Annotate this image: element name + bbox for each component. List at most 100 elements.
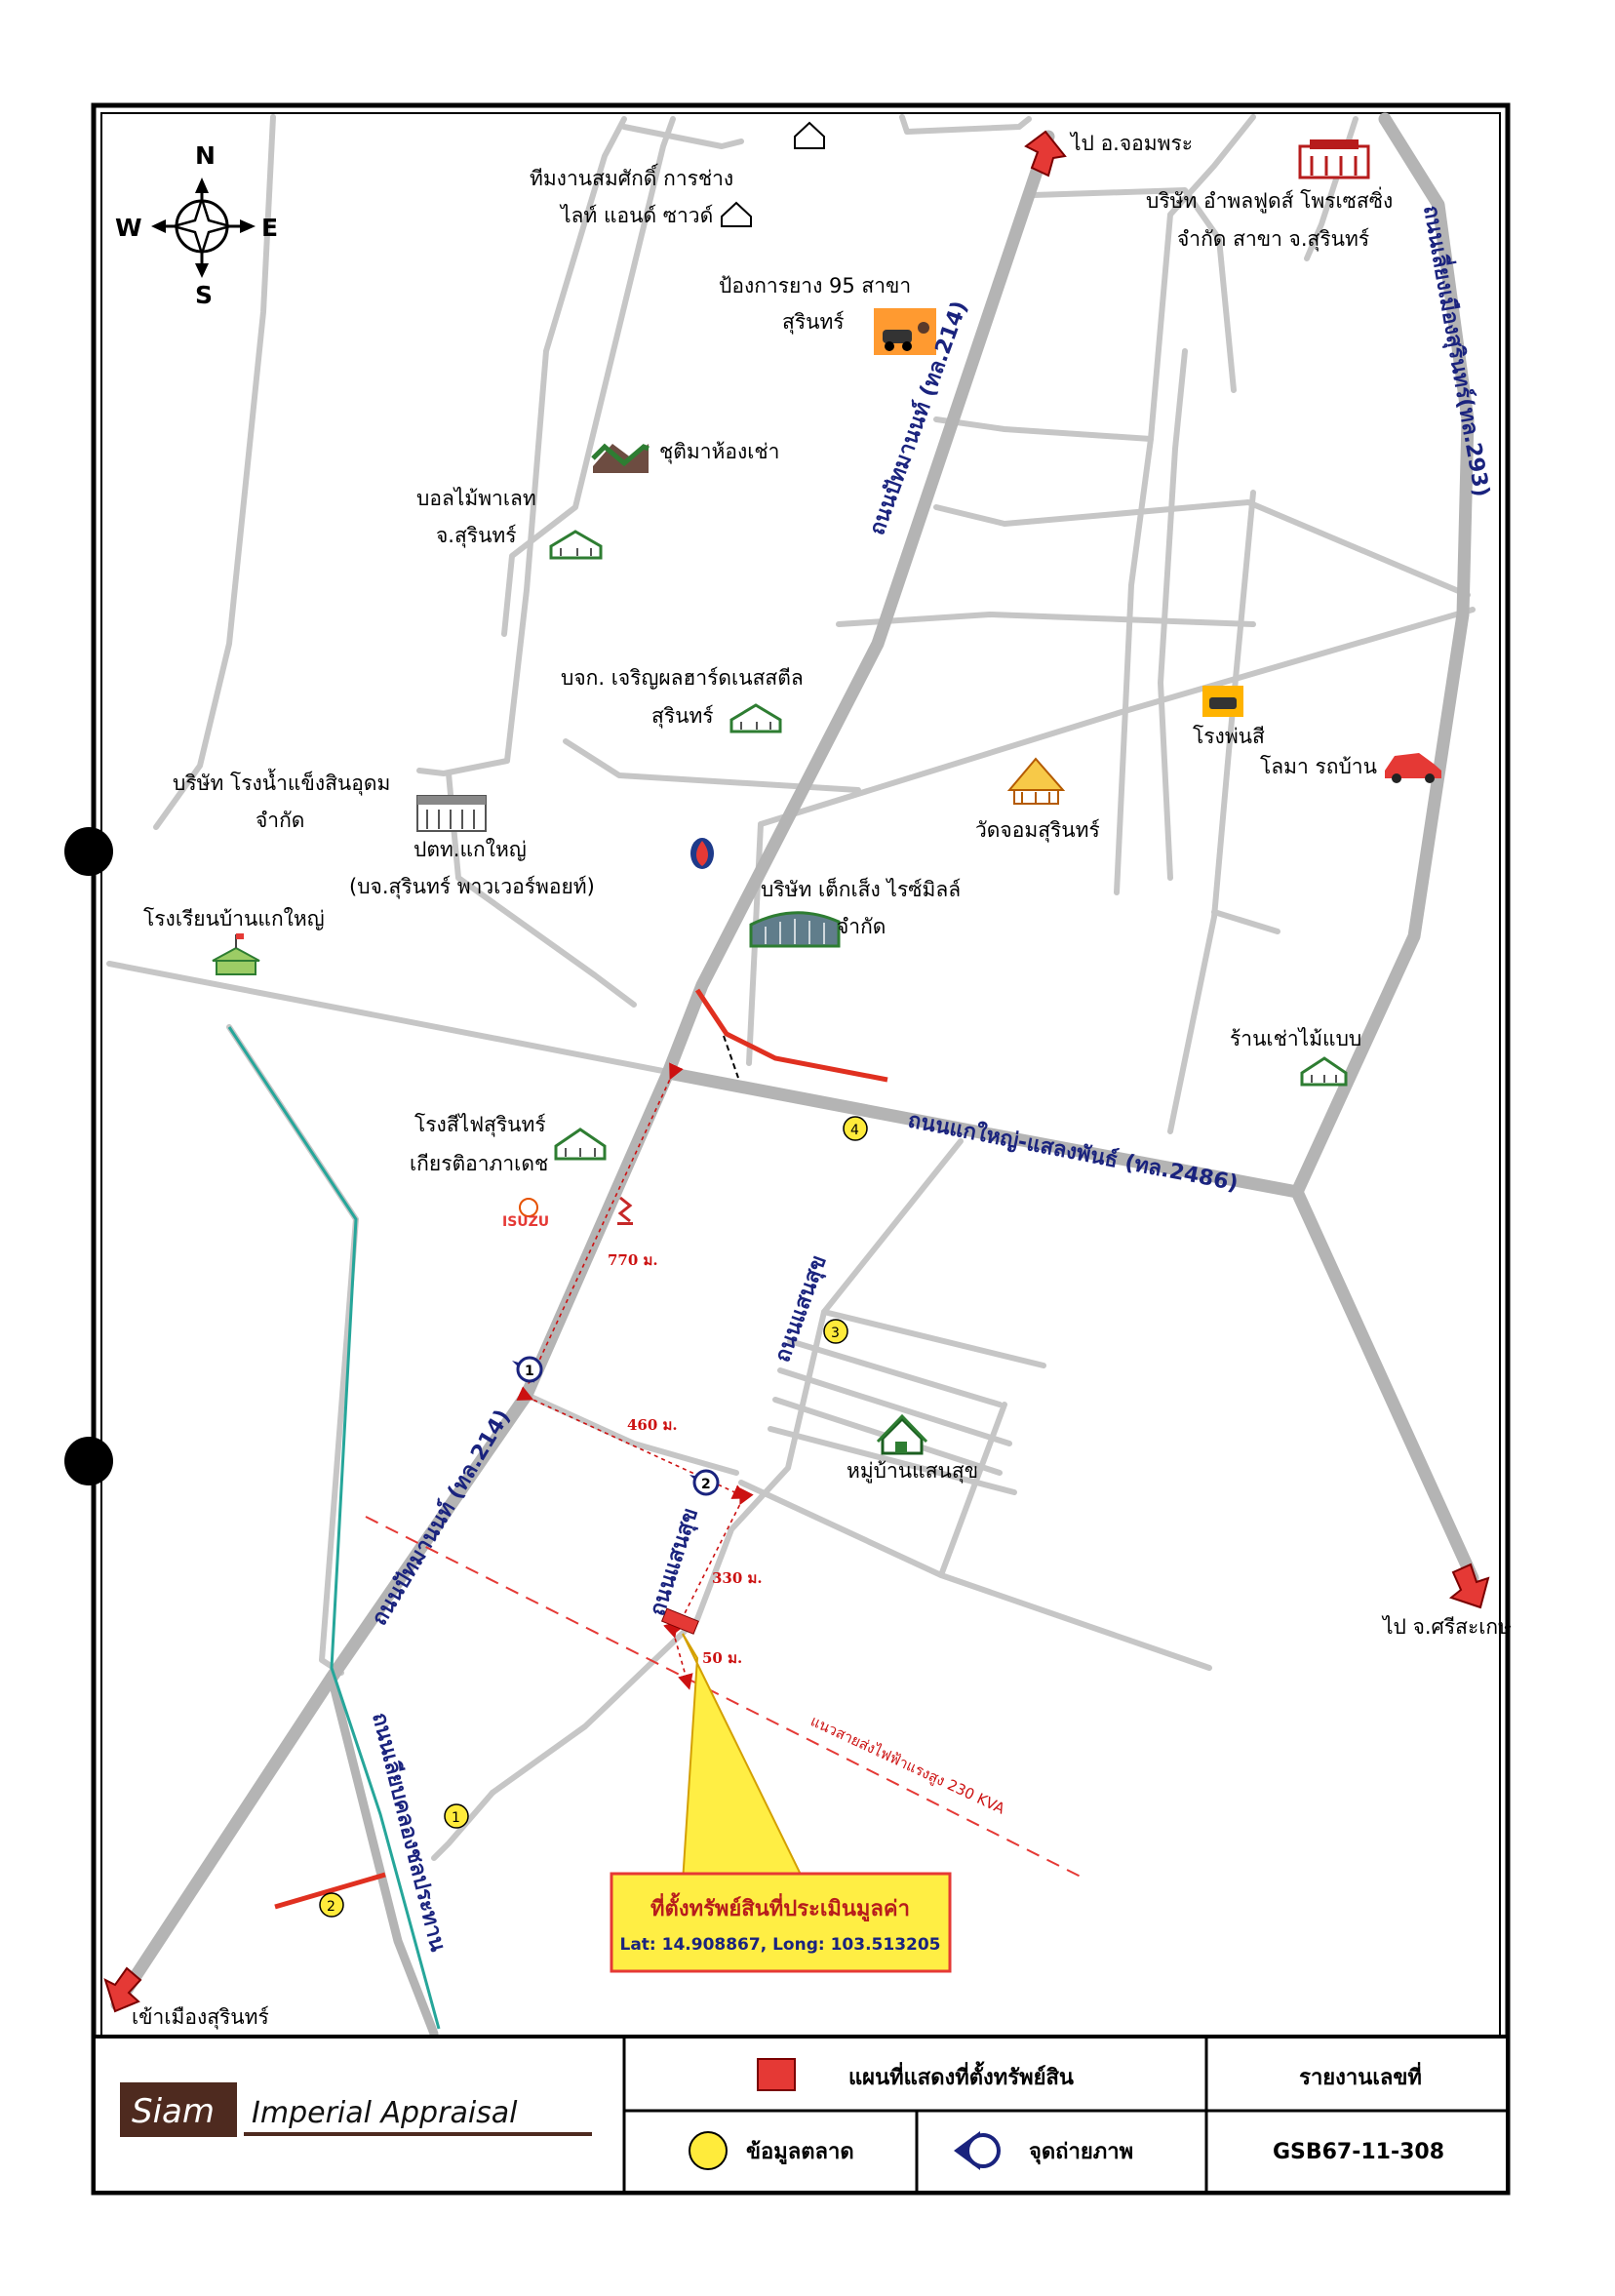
compass-w: W [115, 214, 142, 242]
house-icon [721, 201, 752, 227]
highways [110, 112, 1479, 2039]
photo-point-1: 1 [512, 1356, 543, 1383]
distance-labels: 770 ม. 460 ม. 330 ม. 50 ม. [608, 1251, 763, 1667]
label-chutima: ชุติมาห้องเช่า [659, 440, 779, 464]
photo-point-2: 2 [689, 1469, 720, 1496]
subject-marker-icon [660, 1607, 699, 1635]
photo-point-2-label: 2 [701, 1477, 711, 1492]
temple-icon [1006, 757, 1066, 805]
apartment-icon [591, 443, 650, 473]
gas-station-icon [416, 795, 487, 832]
legend-report-no: GSB67-11-308 [1273, 2140, 1444, 2164]
tire-shop-icon [874, 308, 936, 355]
legend-report-label: รายงานเลขที่ [1299, 2061, 1422, 2090]
legend-photo-icon [954, 2131, 1001, 2170]
legend-market-icon [689, 2131, 728, 2170]
minor-roads [106, 114, 1476, 1861]
legend-photo-label: จุดถ่ายภาพ [1029, 2140, 1133, 2165]
compass-e: E [261, 214, 278, 242]
distance-330: 330 ม. [712, 1569, 763, 1587]
school-icon [212, 933, 260, 975]
label-pea-1: ปตท.แกใหญ่ [414, 838, 527, 861]
village-icon [876, 1413, 928, 1455]
road-hwy-293 [1290, 112, 1475, 1199]
label-somsak-1: ทีมงานสมศักดิ์ การช่าง [530, 163, 733, 190]
place-icons: ISUZU [212, 121, 1441, 1455]
compass-n: N [195, 141, 216, 170]
arrow-south-icon [103, 1966, 142, 2013]
subject-coords: Lat: 14.908867, Long: 103.513205 [619, 1935, 940, 1955]
road-label-293: ถนนเลี่ยงเมืองสุรินทร์(ทล.293) [1417, 203, 1498, 499]
compass-s: S [195, 281, 213, 309]
warehouse-icon [554, 1128, 607, 1161]
isuzu-label: ISUZU [502, 1214, 549, 1230]
ptt-logo-icon [690, 838, 714, 869]
market-point-3: 3 [823, 1319, 848, 1344]
compass-rose-icon: N S W E [115, 141, 278, 309]
label-charoen-1: บจก. เจริญผลฮาร์ดเนสสตีล [561, 666, 804, 690]
label-to-chom-phra: ไป อ.จอมพระ [1069, 132, 1193, 155]
legend-table: Siam Imperial Appraisal แผนที่แสดงที่ตั้… [92, 2035, 1510, 2195]
label-tire-1: ป้องการยาง 95 สาขา [719, 274, 911, 297]
label-paint-shop: โรงพ่นสี [1193, 725, 1265, 748]
label-mill-1: โรงสีไฟสุรินทร์ [414, 1113, 546, 1137]
label-mill-2: เกียรติอาภาเดช [410, 1152, 548, 1175]
house-icon [794, 121, 825, 149]
subject-info-box: ที่ตั้งทรัพย์สินที่ประเมินมูลค่า Lat: 14… [610, 1872, 952, 1973]
warehouse-icon [729, 703, 782, 733]
irrigation-canal [227, 1026, 441, 2030]
road-label-214-south: ถนนปัทมานนท์ (ทล.214) [367, 1405, 516, 1631]
car-icon [1385, 753, 1441, 783]
label-to-sisaket: ไป จ.ศรีสะเกษ [1381, 1615, 1512, 1639]
arrow-north-icon [1024, 130, 1067, 178]
label-to-surin-city: เข้าเมืองสุรินทร์ [132, 2005, 269, 2030]
market-point-2: 2 [319, 1892, 344, 1918]
label-ampol-1: บริษัท อำพลฟูดส์ โพรเซสซิ่ง [1146, 186, 1393, 214]
label-pea-2: (บจ.สุรินทร์ พาวเวอร์พอยท์) [349, 875, 595, 899]
label-pallet-1: บอลไม้พาเลท [416, 487, 536, 510]
label-rice-1: บริษัท เต็กเส็ง ไรซ์มิลล์ [761, 876, 961, 901]
label-rice-2: จำกัด [837, 915, 886, 938]
label-charoen-2: สุรินทร์ [651, 704, 714, 729]
road-to-sisaket [1290, 1185, 1479, 1585]
market-point-1: 1 [444, 1803, 469, 1829]
label-school: โรงเรียนบ้านแกใหญ่ [143, 907, 325, 930]
label-somsak-2: ไลท์ แอนด์ ซาวด์ [559, 204, 713, 227]
photo-point-1-label: 1 [525, 1364, 534, 1379]
binder-hole-top [64, 827, 113, 876]
label-ice-2: จำกัด [256, 809, 304, 832]
legend-market-label: ข้อมูลตลาด [746, 2140, 854, 2165]
company-siam: Siam [132, 2092, 215, 2131]
place-labels: ทีมงานสมศักดิ์ การช่าง ไลท์ แอนด์ ซาวด์ … [132, 132, 1512, 2030]
factory-icon [749, 911, 841, 948]
market-point-1-label: 1 [452, 1810, 460, 1826]
market-point-4-label: 4 [850, 1123, 859, 1138]
label-temple: วัดจอมสุรินทร์ [975, 818, 1100, 843]
arrow-southeast-icon [1448, 1563, 1490, 1609]
label-ice-1: บริษัท โรงน้ำแข็งสินอุดม [173, 769, 390, 796]
label-tire-2: สุรินทร์ [782, 310, 845, 335]
company-rest: Imperial Appraisal [252, 2096, 518, 2130]
subject-title: ที่ตั้งทรัพย์สินที่ประเมินมูลค่า [650, 1892, 910, 1922]
road-label-saensuk-2: ถนนแสนสุข [646, 1505, 704, 1619]
distance-50: 50 ม. [702, 1649, 742, 1667]
binder-hole-bottom [64, 1437, 113, 1485]
market-point-3-label: 3 [831, 1326, 840, 1341]
market-line-2 [274, 1872, 386, 1910]
label-pallet-2: จ.สุรินทร์ [436, 524, 517, 548]
label-ampol-2: จำกัด สาขา จ.สุรินทร์ [1177, 227, 1369, 252]
market-line-4 [694, 988, 888, 1083]
store-icon [1298, 139, 1370, 179]
legend-subject-icon [757, 2058, 796, 2091]
warehouse-icon [549, 530, 603, 560]
paint-shop-icon [1202, 686, 1243, 717]
road-hwy-2486 [661, 1066, 1304, 1199]
isuzu-logo-icon: ISUZU [502, 1198, 549, 1230]
company-logo: Siam Imperial Appraisal [120, 2082, 592, 2137]
dashed-connector [723, 1035, 739, 1079]
road-canal-side [327, 1673, 439, 2039]
legend-subject-label: แผนที่แสดงที่ตั้งทรัพย์สิน [848, 2061, 1074, 2090]
direction-arrows [103, 130, 1490, 2013]
market-point-4: 4 [843, 1116, 868, 1141]
